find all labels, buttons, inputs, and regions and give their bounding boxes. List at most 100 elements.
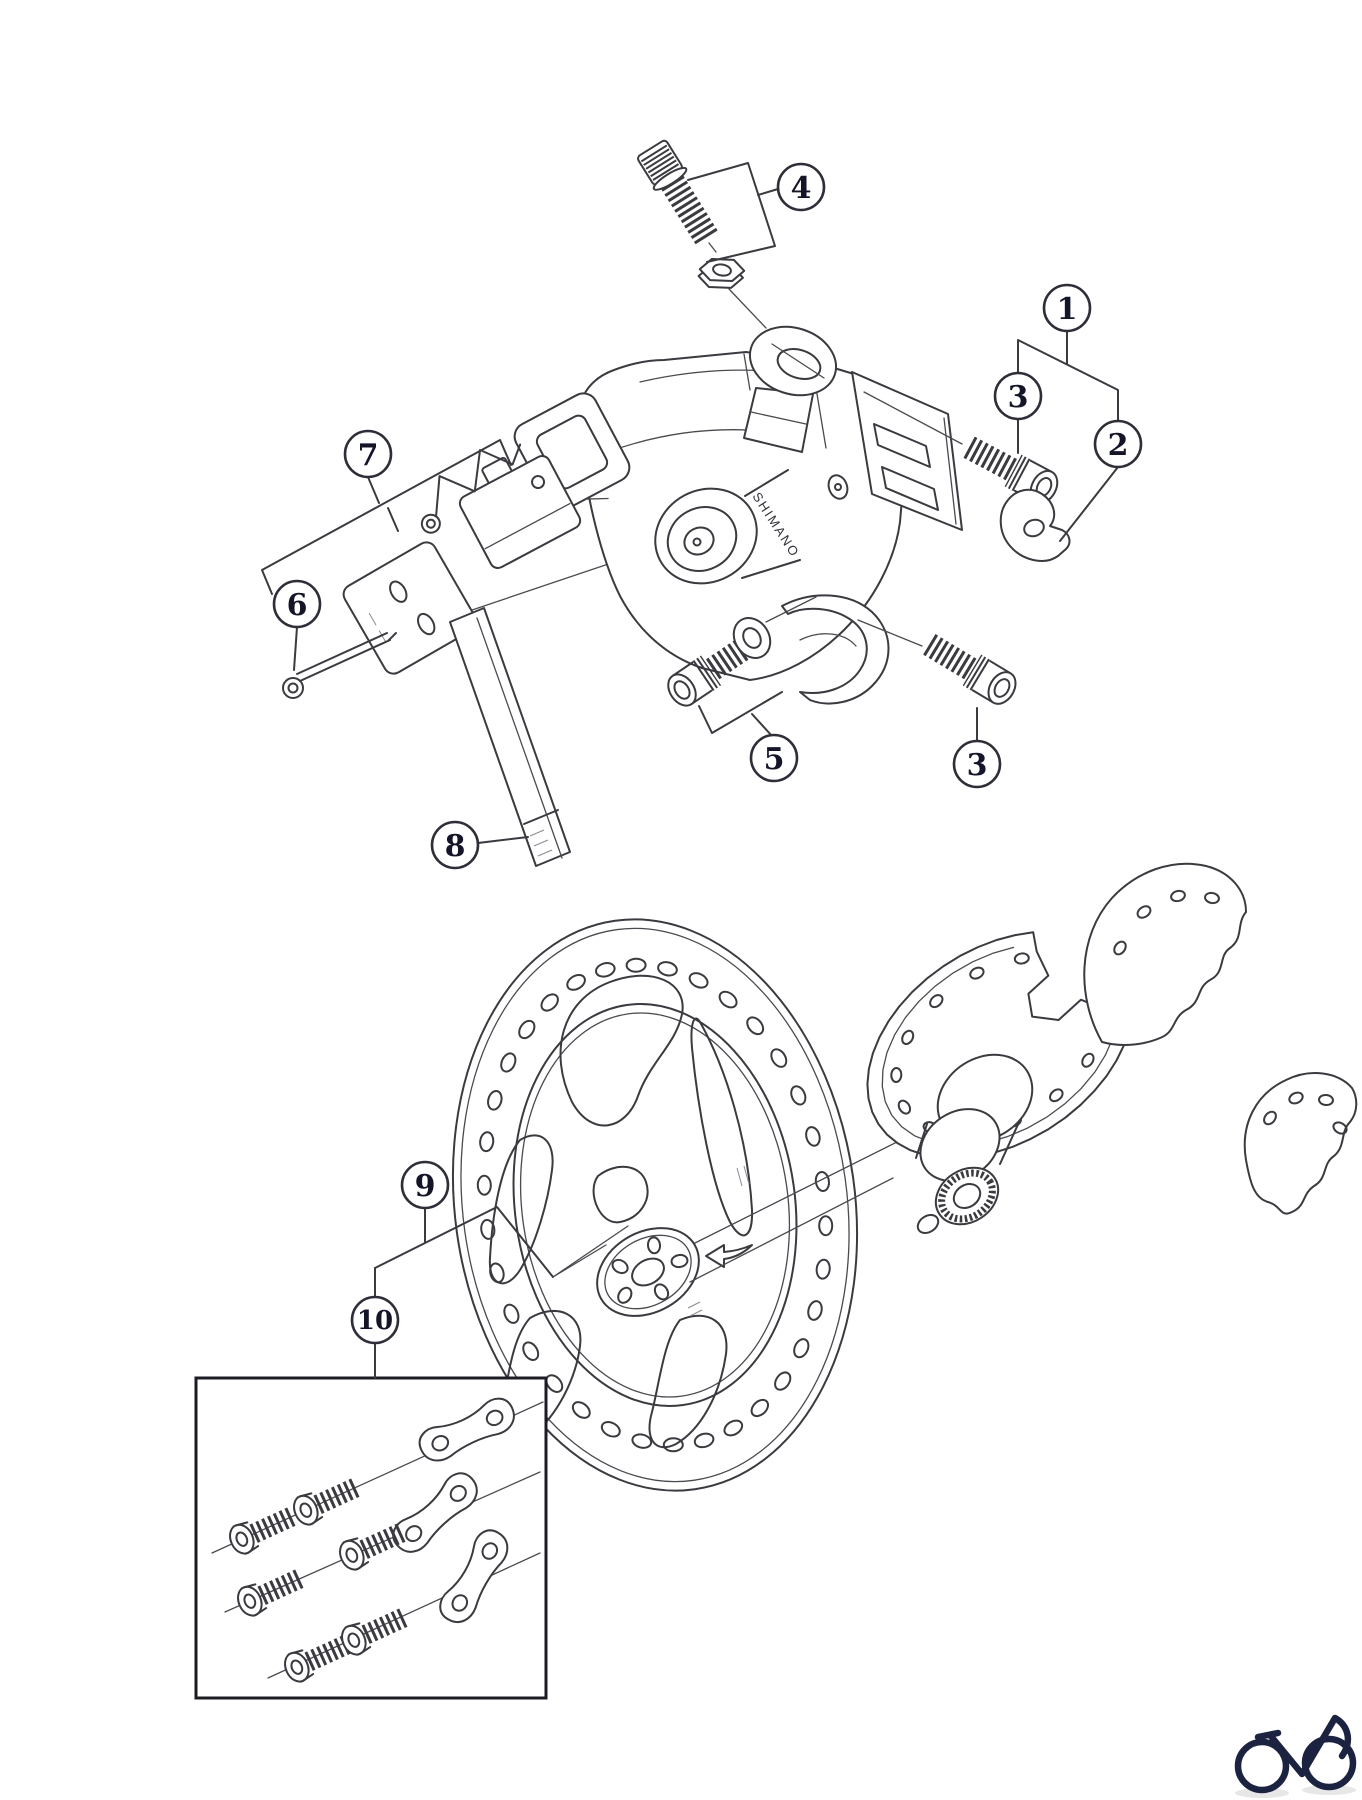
caliper-bolt-part3-lower [918, 628, 1021, 709]
rotor-vent-hole [480, 1218, 496, 1240]
rotor-bolt-hole [617, 1286, 633, 1304]
rotor-vent-hole [693, 1432, 715, 1449]
washer-part5 [732, 617, 772, 659]
rotor-vent-hole [790, 1085, 807, 1106]
rotor-vent-hole [522, 1341, 540, 1361]
brake-rotor [451, 918, 859, 1492]
hub-flange-outline [866, 931, 1134, 1160]
mount-nut-part4 [697, 258, 746, 289]
hub-flange-hole [1081, 1052, 1095, 1068]
rotor-outer-inner-line [460, 927, 850, 1483]
rotor-vent-hole [723, 1419, 744, 1437]
leader-bolt-to-nut [708, 242, 717, 253]
leader-nut-to-eyelet [728, 288, 767, 329]
rotor-bolts-box-part10 [194, 1376, 548, 1700]
callout-leader-lines [261, 162, 1119, 1379]
pad-spring [420, 443, 522, 534]
rotor-vent-hole [750, 1398, 770, 1418]
rotor-vent-hole [793, 1338, 810, 1359]
callout-8: 8 [430, 820, 480, 870]
hub-flange-hole [890, 1067, 903, 1083]
rotor-spec-text-marks [736, 1165, 750, 1187]
caliper-cable-hook [781, 594, 890, 705]
rotor-vent-hole [571, 1401, 591, 1419]
axle-end [916, 1214, 940, 1234]
rotor-band-detail-line [519, 1012, 791, 1398]
rotor-vent-hole [479, 1131, 495, 1153]
rotor-vent-hole [662, 1437, 684, 1453]
rotor-vent-hole [540, 993, 559, 1012]
callout-10-label: 10 [357, 1306, 393, 1336]
hub-flange-hole [901, 1029, 915, 1046]
hub-flange-fragment-top [1083, 862, 1247, 1046]
callout-badges: 4 1 3 2 7 6 5 3 [272, 162, 1143, 1345]
rotor-micro-text-marks [687, 1301, 703, 1317]
leader-to-lower-bolt [857, 619, 923, 647]
callout-3-lower-label: 3 [967, 748, 988, 783]
pad-spacer-part8 [449, 607, 571, 867]
caliper-body-detail-lines [607, 353, 827, 453]
hub-flange-hole [1013, 952, 1030, 965]
callout-10: 10 [350, 1295, 400, 1345]
brake-pad [458, 455, 582, 569]
bicycle-logo-icon [1234, 1714, 1357, 1798]
hub-lockring-serration [938, 1169, 996, 1223]
rotor-vent-hole [688, 972, 709, 989]
rotor-vent-hole [487, 1089, 503, 1111]
leader-to-upper-bolt [863, 391, 963, 445]
pad-backing-plate [342, 541, 478, 675]
hub-barrel [915, 1053, 1034, 1234]
hub-flange-fragment-right [1243, 1072, 1358, 1215]
rotor-vent-hole [746, 1016, 765, 1036]
spacer-label-marks [529, 829, 553, 857]
rotor-vent-hole [594, 962, 616, 978]
callout-5: 5 [749, 733, 799, 783]
callout-3-upper: 3 [993, 371, 1043, 421]
rotor-bolt-hole [646, 1236, 662, 1255]
callout-3-upper-label: 3 [1008, 380, 1029, 415]
rotor-vent-hole [566, 974, 586, 991]
split-pin-part6 [282, 632, 397, 699]
brake-caliper: SHIMANO [391, 242, 963, 705]
hub-flange-rim-line [881, 946, 1118, 1147]
callout-6: 6 [272, 579, 322, 629]
callout-1: 1 [1042, 283, 1092, 333]
rotor-outer-edge [451, 918, 859, 1492]
rotor-bolt-hole [670, 1253, 689, 1269]
rotor-vent-hole [807, 1300, 823, 1321]
hub-flange-hole [1049, 1088, 1064, 1103]
callout-1-label: 1 [1057, 292, 1078, 327]
leader-to-washer [765, 596, 817, 623]
rotor-vent-hole [774, 1371, 792, 1391]
callout-9-label: 9 [415, 1169, 436, 1204]
cable-clip-part2 [999, 488, 1071, 562]
callout-2-label: 2 [1108, 428, 1129, 463]
callout-7-label: 7 [358, 438, 379, 473]
hub-flange-hole [969, 966, 985, 980]
rotor-vent-hole [818, 1215, 834, 1237]
callout-4-label: 4 [791, 171, 812, 206]
assembly-axis-lines [552, 1132, 916, 1283]
rotor-vent-hole [503, 1303, 520, 1324]
callout-7: 7 [343, 429, 393, 479]
rotor-vent-hole [500, 1052, 517, 1073]
rotor-bolt-hole [653, 1283, 670, 1301]
rotor-vent-hole [815, 1258, 831, 1280]
front-hub [866, 862, 1358, 1234]
rotor-vent-hole [476, 1174, 492, 1196]
callout-5-label: 5 [764, 742, 785, 777]
fixing-bolt-part4 [637, 139, 719, 246]
rotor-bolt-hole [611, 1258, 629, 1275]
hub-flange [866, 931, 1134, 1160]
callout-4: 4 [776, 162, 826, 212]
callout-9: 9 [400, 1160, 450, 1210]
rotor-vent-hole [631, 1433, 653, 1449]
callout-6-label: 6 [287, 588, 308, 623]
rotor-vent-holes [476, 957, 834, 1453]
caliper-cable-eyelet [743, 325, 838, 453]
rotor-vent-hole [625, 957, 647, 973]
callout-8-label: 8 [445, 829, 466, 864]
mount-plate-slots [873, 423, 939, 511]
rotor-vent-hole [770, 1048, 788, 1068]
